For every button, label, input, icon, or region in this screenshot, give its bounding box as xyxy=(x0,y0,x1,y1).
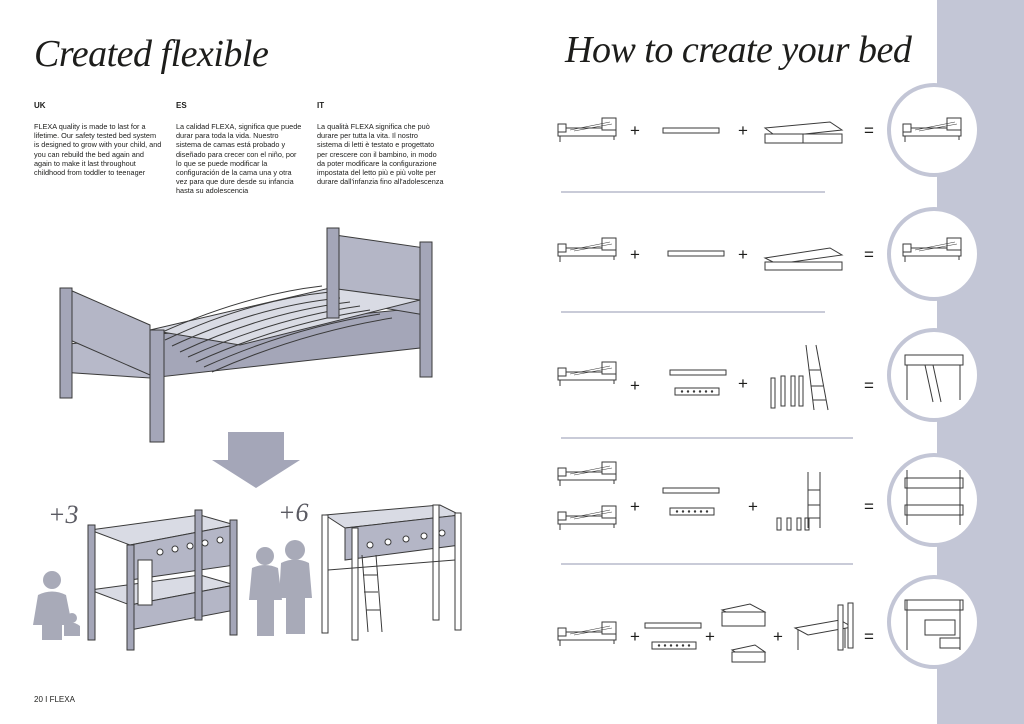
plus-sign: + xyxy=(630,627,640,646)
result-loft-desk-icon xyxy=(904,599,964,650)
lang-text: FLEXA quality is made to last for a life… xyxy=(34,122,162,178)
page-title-left: Created flexible xyxy=(34,33,269,75)
lang-column-it: IT La qualità FLEXA significa che può du… xyxy=(317,101,445,186)
posts-icon xyxy=(776,517,810,531)
dotted-plank-icon xyxy=(669,507,715,516)
plus-sign: + xyxy=(773,627,783,646)
result-bunk-icon xyxy=(904,470,964,525)
plus-sign: + xyxy=(630,497,640,516)
base-bed-icon xyxy=(557,461,617,487)
main-bed-illustration xyxy=(59,227,433,443)
storage-icon xyxy=(720,603,767,663)
equals-sign: = xyxy=(864,121,874,140)
plank-icon xyxy=(644,622,702,629)
lang-column-es: ES La calidad FLEXA, significa que puede… xyxy=(176,101,304,196)
base-bed-icon xyxy=(557,237,617,263)
trundle-icon xyxy=(763,247,844,271)
plus-sign: + xyxy=(748,497,758,516)
plank-icon xyxy=(669,369,727,376)
result-loft-icon xyxy=(904,354,964,403)
age-marker-6: +6 xyxy=(278,498,309,527)
plus-sign: + xyxy=(630,376,640,395)
dotted-plank-icon xyxy=(674,387,720,396)
base-bed-icon xyxy=(557,361,617,387)
equals-sign: = xyxy=(864,376,874,395)
base-bed-icon xyxy=(557,117,617,143)
child-silhouettes xyxy=(33,540,312,640)
lang-text: La calidad FLEXA, significa que puede du… xyxy=(176,122,302,196)
ladder-icon xyxy=(805,344,829,411)
plank-icon xyxy=(662,487,720,494)
plus-sign: + xyxy=(738,245,748,264)
page-title-right: How to create your bed xyxy=(565,29,912,71)
dotted-plank-icon xyxy=(651,641,697,650)
arrow-down-icon xyxy=(212,432,300,488)
lang-code: UK xyxy=(34,101,46,110)
loft-bed-illustration xyxy=(321,504,462,641)
plank-icon xyxy=(667,250,725,257)
result-circle xyxy=(887,453,981,547)
page-footer: 20 I FLEXA xyxy=(34,695,75,704)
plank-icon xyxy=(662,127,720,134)
lang-text: La qualità FLEXA significa che può durar… xyxy=(317,122,444,187)
ladder-icon xyxy=(807,472,821,528)
plus-sign: + xyxy=(738,121,748,140)
bunk-bed-illustration xyxy=(87,509,238,651)
age-marker-3: +3 xyxy=(48,500,79,529)
equals-sign: = xyxy=(864,627,874,646)
equals-sign: = xyxy=(864,497,874,516)
plus-sign: + xyxy=(738,374,748,393)
plus-sign: + xyxy=(705,627,715,646)
equals-sign: = xyxy=(864,245,874,264)
plus-sign: + xyxy=(630,121,640,140)
desk-icon xyxy=(793,602,854,651)
base-bed-icon xyxy=(557,621,617,647)
drawers-icon xyxy=(763,121,844,144)
lang-column-uk: UK FLEXA quality is made to last for a l… xyxy=(34,101,162,177)
base-bed-icon xyxy=(557,505,617,531)
lang-code: ES xyxy=(176,101,187,110)
lang-code: IT xyxy=(317,101,325,110)
posts-icon xyxy=(770,375,804,409)
plus-sign: + xyxy=(630,245,640,264)
result-circle xyxy=(887,328,981,422)
